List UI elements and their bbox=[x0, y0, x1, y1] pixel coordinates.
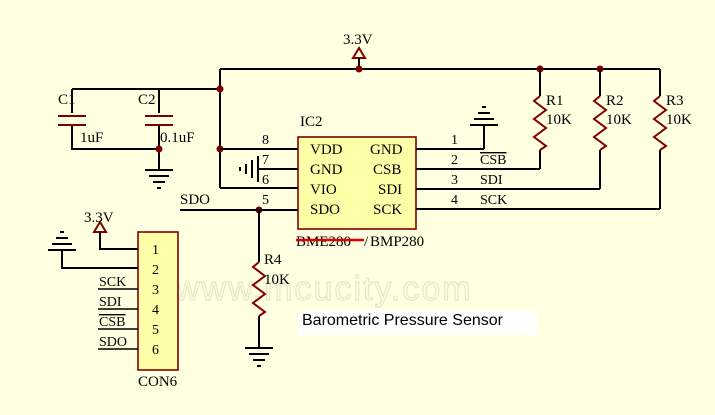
caption: Barometric Pressure Sensor bbox=[302, 312, 503, 329]
con-pin-1: 1 bbox=[152, 243, 159, 258]
net-label-sdo: SDO bbox=[180, 192, 210, 208]
pin-name-csb: CSB bbox=[373, 162, 401, 178]
r1-value: 10K bbox=[546, 112, 572, 128]
net-label-csb: CSB bbox=[480, 153, 506, 168]
resistor-r3 bbox=[652, 69, 668, 209]
ground-symbol-pin7 bbox=[239, 156, 259, 182]
net-label-sdi: SDI bbox=[480, 173, 503, 188]
ground-symbol-cap bbox=[145, 169, 173, 189]
c2-ref: C2 bbox=[138, 92, 156, 108]
pin-name-sck: SCK bbox=[373, 202, 402, 218]
pin-name-vio: VIO bbox=[310, 182, 337, 198]
con-pin-4: 4 bbox=[152, 303, 159, 318]
pin-name-sdi: SDI bbox=[378, 182, 402, 198]
c1-ref: C1 bbox=[58, 92, 76, 108]
junction-dot bbox=[216, 85, 224, 93]
con-pin-5: 5 bbox=[152, 323, 159, 338]
ic-ref: IC2 bbox=[300, 114, 323, 130]
capacitor-c1 bbox=[58, 88, 220, 150]
net-label-sck: SCK bbox=[480, 193, 507, 208]
r4-value: 10K bbox=[264, 272, 290, 288]
ic-left-pins bbox=[180, 148, 298, 211]
r4-ref: R4 bbox=[264, 252, 282, 268]
pin-num-8: 8 bbox=[262, 133, 269, 148]
resistor-r2 bbox=[592, 69, 608, 189]
connector-body bbox=[137, 231, 179, 371]
junction-dot bbox=[355, 65, 363, 73]
connector-ref: CON6 bbox=[138, 374, 178, 390]
r1-ref: R1 bbox=[546, 93, 564, 109]
pin-num-3: 3 bbox=[451, 173, 458, 188]
con-signal-sck: SCK bbox=[99, 275, 126, 290]
caption-background bbox=[297, 311, 537, 335]
power-label: 3.3V bbox=[343, 32, 373, 48]
junction-dot bbox=[155, 145, 163, 153]
pin-num-5: 5 bbox=[262, 193, 269, 208]
r2-ref: R2 bbox=[606, 93, 624, 109]
con-signal-sdi: SDI bbox=[99, 295, 122, 310]
resistor-r1 bbox=[532, 69, 548, 169]
con-pin-3: 3 bbox=[152, 283, 159, 298]
resistor-r4 bbox=[251, 210, 267, 348]
ground-symbol-con bbox=[48, 231, 76, 251]
connector-power-label: 3.3V bbox=[84, 210, 114, 226]
pin-num-4: 4 bbox=[451, 193, 458, 208]
watermark: www.mcucity.com bbox=[174, 270, 473, 308]
ic-part-number: BMP280 bbox=[370, 234, 424, 250]
con-signal-csb: CSB bbox=[99, 315, 125, 330]
pin-name-gnd-r: GND bbox=[370, 142, 403, 158]
pin-num-6: 6 bbox=[262, 173, 269, 188]
ground-symbol-r4 bbox=[245, 347, 273, 367]
con-pin-6: 6 bbox=[152, 343, 159, 358]
ic-part-separator: / bbox=[364, 234, 369, 250]
pin-num-7: 7 bbox=[262, 153, 269, 168]
ic-part-label: BME280 / BMP280 bbox=[296, 234, 424, 250]
ground-symbol-pin1 bbox=[470, 106, 498, 126]
pin-name-gnd: GND bbox=[310, 162, 343, 178]
r2-value: 10K bbox=[606, 112, 632, 128]
c1-value: 1uF bbox=[80, 130, 103, 146]
con-pin-2: 2 bbox=[152, 263, 159, 278]
ic-body bbox=[297, 136, 417, 230]
c2-value: 0.1uF bbox=[160, 130, 195, 146]
ic-part-struck: BME280 bbox=[296, 234, 351, 250]
con-signal-sdo: SDO bbox=[99, 335, 127, 350]
r3-value: 10K bbox=[666, 112, 692, 128]
pin-name-vdd: VDD bbox=[310, 142, 343, 158]
pin-num-2: 2 bbox=[451, 153, 458, 168]
pin-name-sdo: SDO bbox=[310, 202, 340, 218]
pin-num-1: 1 bbox=[451, 133, 458, 148]
connector-wires bbox=[61, 220, 138, 350]
ic-right-pins bbox=[416, 125, 660, 210]
r3-ref: R3 bbox=[666, 93, 684, 109]
